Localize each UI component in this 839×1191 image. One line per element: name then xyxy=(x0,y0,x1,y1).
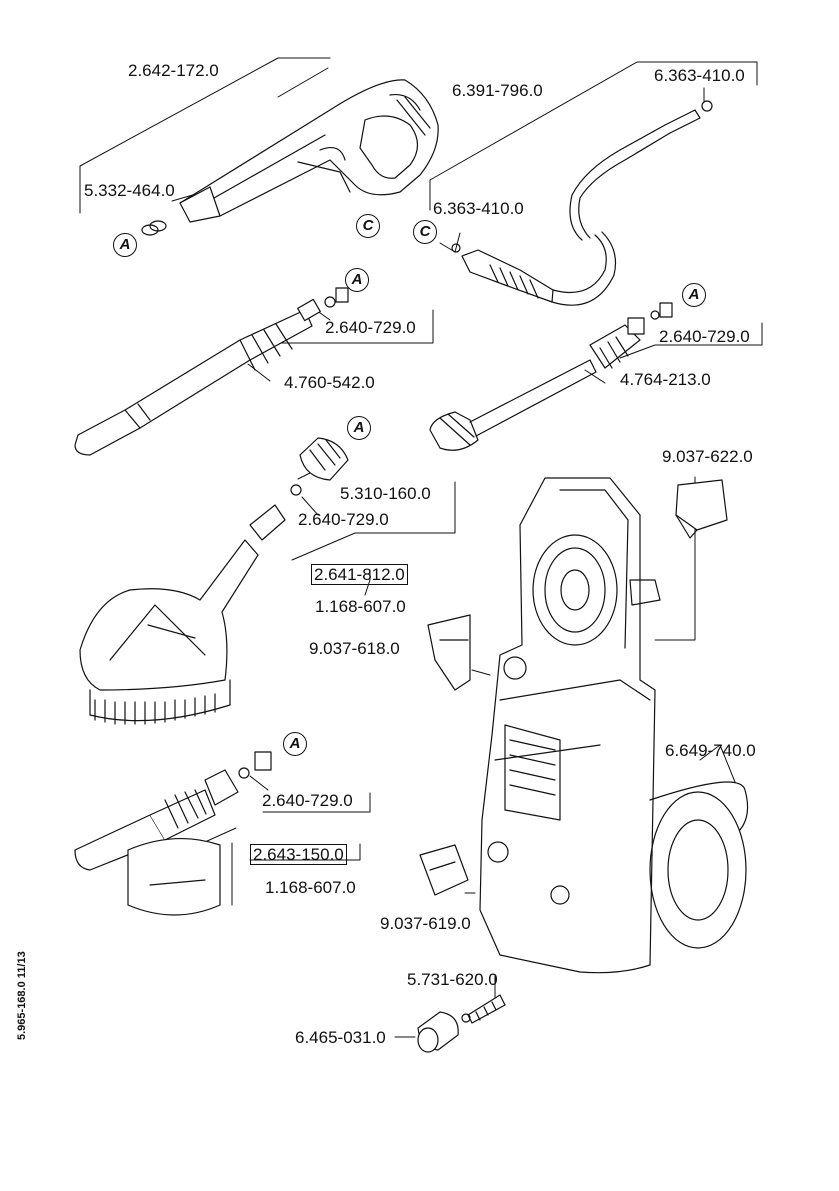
marker-a-gun: A xyxy=(113,233,137,257)
marker-a-vario: A xyxy=(345,268,369,292)
part-number-oring-dirt: 2.640-729.0 xyxy=(659,327,750,346)
marker-a-adapter: A xyxy=(347,416,371,440)
vario-lance-drawing xyxy=(74,287,349,456)
pressure-washer-drawing xyxy=(479,477,749,974)
part-number-trigger-gun: 2.642-172.0 xyxy=(128,61,219,80)
part-number-foam-kit: 2.643-150.0 xyxy=(250,844,347,865)
foam-nozzle-drawing xyxy=(74,751,272,916)
dirt-blaster-drawing xyxy=(429,302,673,451)
part-number-hp-hose: 6.391-796.0 xyxy=(452,81,543,100)
part-number-foam-set: 1.168-607.0 xyxy=(265,878,356,897)
marker-a-dirt: A xyxy=(682,283,706,307)
part-number-vario-lance: 4.760-542.0 xyxy=(284,373,375,392)
part-number-oring-vario: 2.640-729.0 xyxy=(325,318,416,337)
part-number-coupling: 6.465-031.0 xyxy=(295,1028,386,1047)
adapter-drawing xyxy=(290,437,349,496)
part-number-holder-low: 9.037-619.0 xyxy=(380,914,471,933)
part-number-hose-o-ring-bottom: 6.363-410.0 xyxy=(433,199,524,218)
wash-brush-drawing xyxy=(79,504,286,725)
filter-coupling-drawing xyxy=(417,994,506,1053)
marker-c-hose: C xyxy=(413,220,437,244)
marker-c-gun: C xyxy=(356,214,380,238)
part-number-oring-brush: 2.640-729.0 xyxy=(298,510,389,529)
part-number-brush-set: 1.168-607.0 xyxy=(315,597,406,616)
part-number-oring-foam: 2.640-729.0 xyxy=(262,791,353,810)
part-number-filter: 5.731-620.0 xyxy=(407,970,498,989)
part-number-brush-kit: 2.641-812.0 xyxy=(311,564,408,585)
part-number-holder-top: 9.037-622.0 xyxy=(662,447,753,466)
document-number: 5.965-168.0 11/13 xyxy=(16,951,28,1040)
holders-drawing xyxy=(419,479,728,896)
marker-a-foam: A xyxy=(283,732,307,756)
hose-drawing xyxy=(451,100,713,306)
part-number-holder-mid: 9.037-618.0 xyxy=(309,639,400,658)
part-number-lance-adapter: 5.310-160.0 xyxy=(340,484,431,503)
trigger-gun-drawing xyxy=(141,79,439,236)
part-number-hose-reel: 6.649-740.0 xyxy=(665,741,756,760)
part-number-dirt-blaster: 4.764-213.0 xyxy=(620,370,711,389)
part-number-hose-o-ring-top: 6.363-410.0 xyxy=(654,66,745,85)
part-number-gun-o-ring-set: 5.332-464.0 xyxy=(84,181,175,200)
